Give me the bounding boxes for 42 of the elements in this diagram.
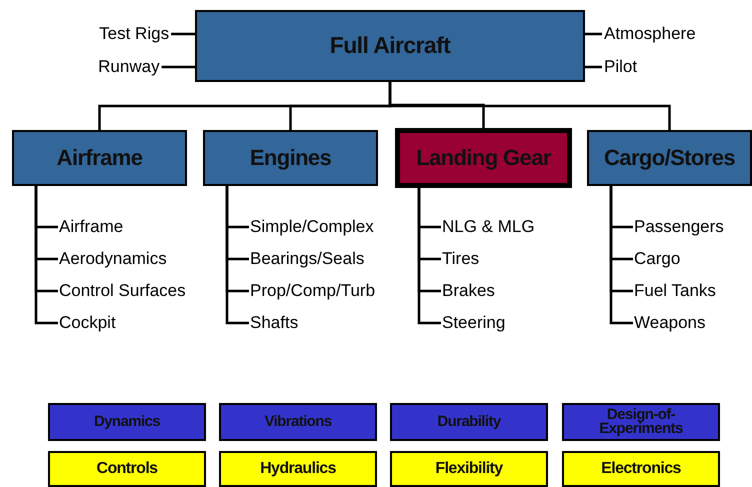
connector-line	[610, 186, 633, 324]
item-label: Brakes	[442, 281, 496, 301]
item-label: Airframe	[59, 217, 125, 237]
connector-line	[34, 186, 58, 324]
category-box: Airframe	[12, 130, 187, 186]
connector-line	[585, 66, 602, 68]
topic-box: Vibrations	[219, 403, 377, 441]
connector-line	[418, 188, 441, 324]
topic-box: Durability	[390, 403, 548, 441]
connector-line	[171, 32, 195, 36]
side-label: Atmosphere	[604, 24, 697, 44]
topic-box: Controls	[48, 451, 206, 487]
side-label: Runway	[96, 57, 160, 77]
main-box: Full Aircraft	[195, 10, 585, 82]
category-box: Cargo/Stores	[587, 130, 752, 186]
connector-line	[388, 82, 671, 130]
item-label: Shafts	[250, 313, 300, 333]
item-label: Weapons	[634, 313, 707, 333]
category-box: Engines	[203, 130, 378, 186]
item-label: Simple/Complex	[250, 217, 375, 237]
side-label: Test Rigs	[98, 24, 170, 44]
item-label: Tires	[442, 249, 481, 269]
item-label: Cockpit	[59, 313, 117, 333]
item-label: Control Surfaces	[59, 281, 187, 301]
item-label: Fuel Tanks	[634, 281, 717, 301]
item-label: Cargo	[634, 249, 682, 269]
item-label: NLG & MLG	[442, 217, 536, 237]
connector-line	[226, 186, 249, 324]
item-label: Passengers	[634, 217, 725, 237]
highlighted-category-box: Landing Gear	[395, 128, 572, 188]
topic-box: Hydraulics	[219, 451, 377, 487]
side-label: Pilot	[604, 57, 639, 77]
topic-box: Flexibility	[390, 451, 548, 487]
item-label: Bearings/Seals	[250, 249, 366, 269]
connector-line	[162, 66, 195, 68]
item-label: Steering	[442, 313, 507, 333]
connector-line	[585, 32, 602, 36]
item-label: Aerodynamics	[59, 249, 168, 269]
topic-box: Electronics	[562, 451, 720, 487]
topic-box: Design-of- Experiments	[562, 403, 720, 441]
item-label: Prop/Comp/Turb	[250, 281, 377, 301]
topic-box: Dynamics	[48, 403, 206, 441]
